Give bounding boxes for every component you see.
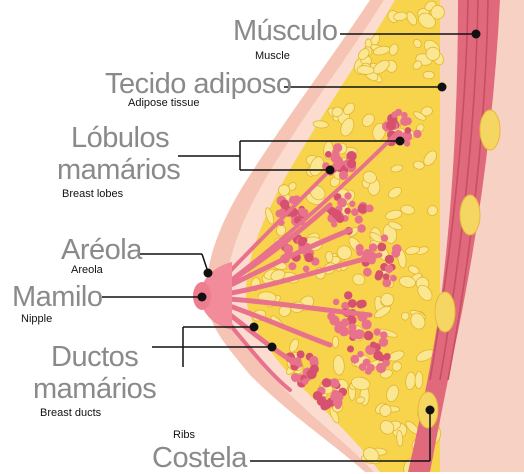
marker-muscle [472, 30, 481, 39]
label-muscle-pt: Músculo [233, 17, 338, 46]
marker-adipose [438, 83, 447, 92]
marker-duct-1 [250, 323, 259, 332]
marker-nipple [198, 293, 207, 302]
rib [460, 195, 480, 235]
label-lobes-pt-2: mamários [57, 156, 180, 185]
label-ducts-pt-1: Ductos [51, 343, 138, 372]
rib [435, 292, 455, 332]
fat-cell [278, 185, 289, 196]
marker-areola [204, 269, 213, 278]
rib [480, 110, 500, 150]
fat-cell [276, 225, 286, 236]
fat-cell [332, 336, 338, 348]
label-areola-en: Areola [71, 265, 103, 276]
label-nipple-pt: Mamilo [12, 283, 102, 312]
marker-rib [426, 406, 435, 415]
fat-cell [426, 47, 440, 61]
fat-cell [415, 371, 423, 388]
label-ducts-en: Breast ducts [40, 408, 101, 419]
label-ducts-pt-2: mamários [33, 375, 156, 404]
label-areola-pt: Aréola [61, 236, 142, 265]
marker-lobe-1 [396, 137, 405, 146]
label-lobes-en: Breast lobes [62, 189, 123, 200]
label-ribs-en: Ribs [173, 430, 195, 441]
marker-lobe-2 [326, 166, 335, 175]
marker-duct-2 [268, 343, 277, 352]
label-lobes-pt-1: Lóbulos [71, 124, 169, 153]
label-nipple-en: Nipple [21, 314, 52, 325]
fat-cell [325, 251, 333, 262]
fat-cell [423, 71, 435, 79]
label-adipose-pt: Tecido adiposo [105, 70, 291, 99]
label-ribs-pt: Costela [152, 444, 247, 473]
label-muscle-en: Muscle [255, 51, 290, 62]
label-adipose-en: Adipose tissue [128, 98, 200, 109]
